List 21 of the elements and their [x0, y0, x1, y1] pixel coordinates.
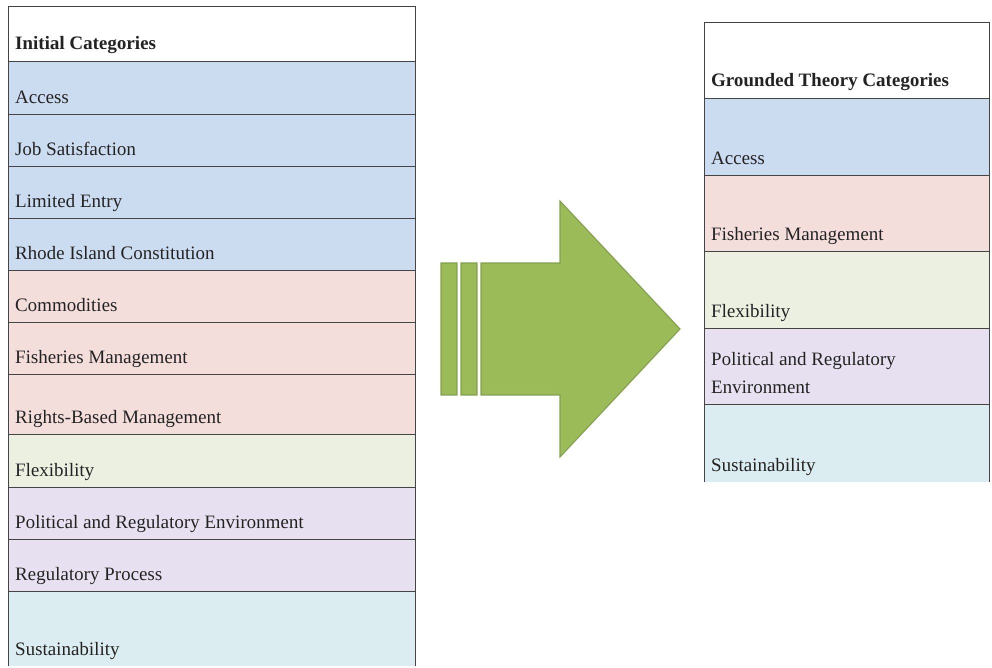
category-cell: Job Satisfaction: [9, 114, 415, 166]
block-arrow: [440, 199, 681, 459]
category-cell: Flexibility: [9, 434, 415, 487]
category-cell: Access: [705, 98, 989, 175]
table-heading: Initial Categories: [15, 32, 157, 56]
category-cell: Sustainability: [705, 404, 989, 482]
category-cell: Sustainability: [9, 591, 415, 666]
category-cell: Commodities: [9, 270, 415, 322]
category-cell: Rhode Island Constitution: [9, 218, 415, 270]
category-cell: Regulatory Process: [9, 539, 415, 591]
category-cell: Rights-Based Management: [9, 374, 415, 434]
category-cell: Limited Entry: [9, 166, 415, 218]
category-cell: Fisheries Management: [705, 175, 989, 251]
category-cell: Political and Regulatory Environment: [9, 487, 415, 539]
category-cell: Political and Regulatory Environment: [705, 328, 989, 404]
category-table: [8, 6, 416, 666]
category-cell: Flexibility: [705, 251, 989, 328]
category-cell: Fisheries Management: [9, 322, 415, 374]
table-heading: Grounded Theory Categories: [711, 69, 950, 93]
category-table: [704, 22, 990, 482]
category-cell: Access: [9, 61, 415, 114]
